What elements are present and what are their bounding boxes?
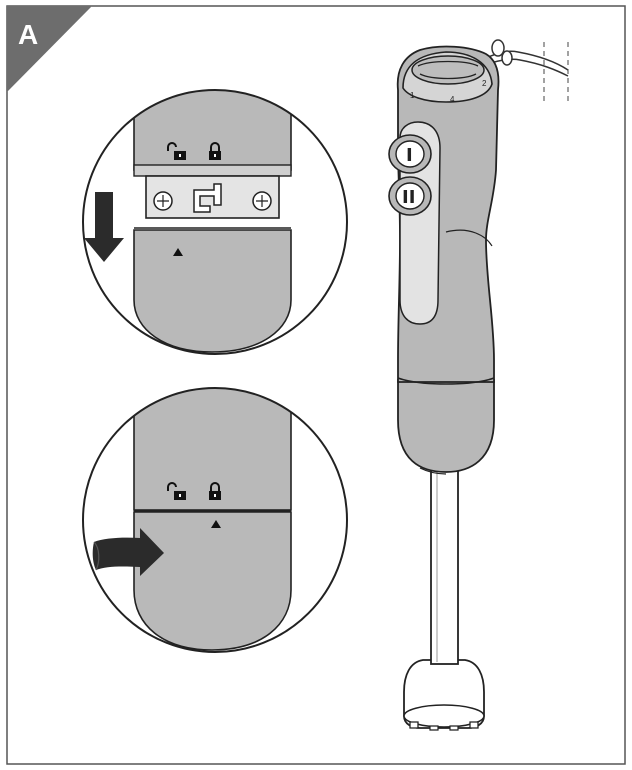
speed-button-1[interactable]: I — [388, 134, 432, 174]
speed-button-2-label: II — [402, 187, 415, 208]
blending-shaft-section — [133, 511, 292, 651]
speed-button-1-label: I — [406, 145, 413, 166]
detail-circle-top — [82, 89, 348, 355]
cap-marker: 1 — [410, 91, 415, 100]
shaft-tube — [430, 467, 459, 665]
immersion-blender: 1 4 2 I II — [388, 39, 569, 731]
cord-loop — [491, 39, 513, 66]
panel-label: A — [18, 19, 38, 50]
speed-button-2[interactable]: II — [388, 176, 432, 216]
motor-housing-section — [133, 388, 292, 511]
cap-marker: 2 — [482, 79, 487, 88]
panel-frame — [6, 5, 626, 765]
align-triangle-icon — [173, 248, 183, 256]
screw-icon — [252, 191, 272, 211]
shaft-collar — [397, 379, 495, 473]
detail-circle-bottom — [82, 387, 348, 653]
blending-shaft-section — [133, 229, 292, 353]
bayonet-hook — [193, 183, 222, 213]
arrow-right-icon — [92, 528, 164, 576]
align-triangle-icon — [211, 520, 221, 528]
panel-badge: A — [7, 6, 92, 92]
arrow-down-icon — [84, 192, 124, 262]
cap-marker: 4 — [450, 95, 455, 104]
screw-icon — [153, 191, 173, 211]
